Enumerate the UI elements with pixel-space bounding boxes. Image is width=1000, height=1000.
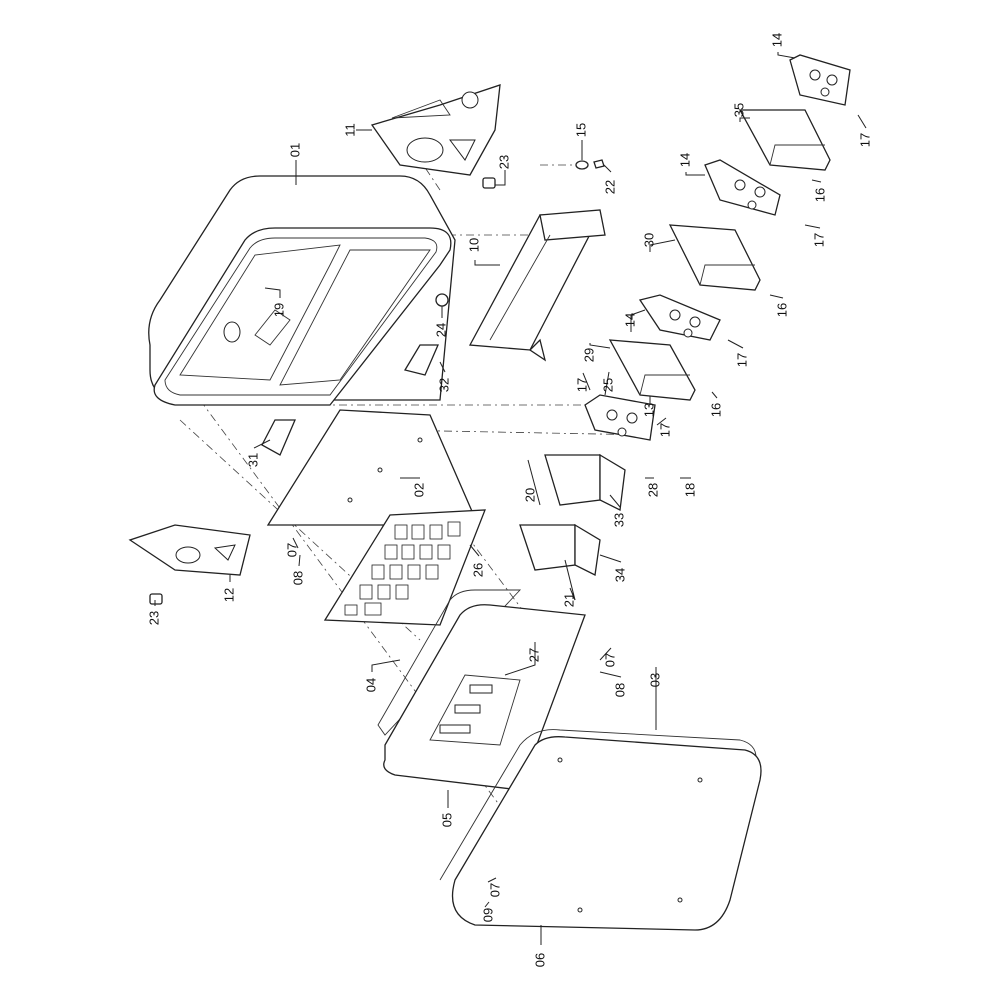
part-01-housing (148, 175, 456, 406)
callout-label-14: 14 (677, 153, 692, 167)
callout-label-23: 23 (496, 155, 511, 169)
part-12-bracket (128, 524, 251, 576)
callout-label-09: 09 (480, 908, 495, 922)
callout-label-08: 08 (290, 571, 305, 585)
callout-label-17: 17 (574, 378, 589, 392)
part-24-nut (435, 293, 449, 307)
callout-labels: 01 11 23 15 22 10 19 24 32 17 25 13 31 02 20 33 28 18 07 08… (146, 33, 872, 967)
callout-label-32: 32 (436, 378, 451, 392)
callout-label-23: 23 (146, 611, 161, 625)
part-32-gasket (403, 344, 439, 376)
callout-label-15: 15 (573, 123, 588, 137)
part-22-screw (593, 159, 605, 169)
callout-label-17: 17 (811, 233, 826, 247)
callout-label-18: 18 (682, 483, 697, 497)
callout-label-25: 25 (600, 378, 615, 392)
callout-label-26: 26 (470, 563, 485, 577)
callout-label-13: 13 (641, 403, 656, 417)
part-13-bracket (584, 394, 656, 441)
part-04-gasket (377, 589, 522, 736)
callout-label-27: 27 (526, 648, 541, 662)
part-35-module (738, 109, 831, 171)
part-23-screw-lower (149, 593, 163, 605)
callout-label-11: 11 (342, 123, 357, 137)
callout-label-30: 30 (641, 233, 656, 247)
part-14-bracket-c (789, 54, 851, 106)
part-33-connector (544, 453, 626, 511)
callout-label-19: 19 (271, 303, 286, 317)
callout-label-02: 02 (411, 483, 426, 497)
callout-label-28: 28 (645, 483, 660, 497)
callout-label-07: 07 (284, 543, 299, 557)
callout-label-17: 17 (734, 353, 749, 367)
part-23-screw (482, 177, 496, 189)
callout-label-33: 33 (611, 513, 626, 527)
part-31-gasket (261, 419, 296, 456)
callout-label-01: 01 (287, 143, 302, 157)
callout-label-16: 16 (708, 403, 723, 417)
part-10-rail (468, 209, 606, 362)
callout-label-17: 17 (657, 423, 672, 437)
callout-label-31: 31 (245, 453, 260, 467)
callout-label-14: 14 (622, 313, 637, 327)
callout-label-06: 06 (532, 953, 547, 967)
callout-label-21: 21 (561, 593, 576, 607)
callout-label-24: 24 (433, 323, 448, 337)
callout-label-04: 04 (363, 678, 378, 692)
callout-label-10: 10 (466, 238, 481, 252)
callout-label-07: 07 (487, 883, 502, 897)
leader-lines (154, 52, 867, 945)
callout-label-05: 05 (439, 813, 454, 827)
part-34-connector (519, 523, 601, 576)
part-14-bracket-b (704, 159, 781, 216)
part-03-cover-gasket (439, 729, 757, 881)
callout-label-14: 14 (769, 33, 784, 47)
callout-label-03: 03 (647, 673, 662, 687)
callout-label-29: 29 (581, 348, 596, 362)
part-26-circuit-board (323, 509, 486, 626)
part-20-pin (527, 459, 541, 506)
callout-label-16: 16 (774, 303, 789, 317)
part-15-washer (575, 160, 589, 170)
part-06-cover (451, 736, 762, 931)
callout-label-20: 20 (522, 488, 537, 502)
part-02-mounting-plate (266, 409, 479, 526)
part-11-bracket (370, 84, 501, 176)
part-21-pin (564, 559, 576, 601)
part-30-module (668, 224, 761, 291)
part-29-module (608, 339, 696, 401)
callout-label-22: 22 (602, 180, 617, 194)
callout-label-16: 16 (812, 188, 827, 202)
callout-label-07: 07 (602, 653, 617, 667)
callout-label-08: 08 (612, 683, 627, 697)
callout-label-17: 17 (857, 133, 872, 147)
callout-label-35: 35 (731, 103, 746, 117)
callout-label-34: 34 (612, 568, 627, 582)
callout-label-12: 12 (221, 588, 236, 602)
part-14-bracket-a (638, 294, 721, 341)
